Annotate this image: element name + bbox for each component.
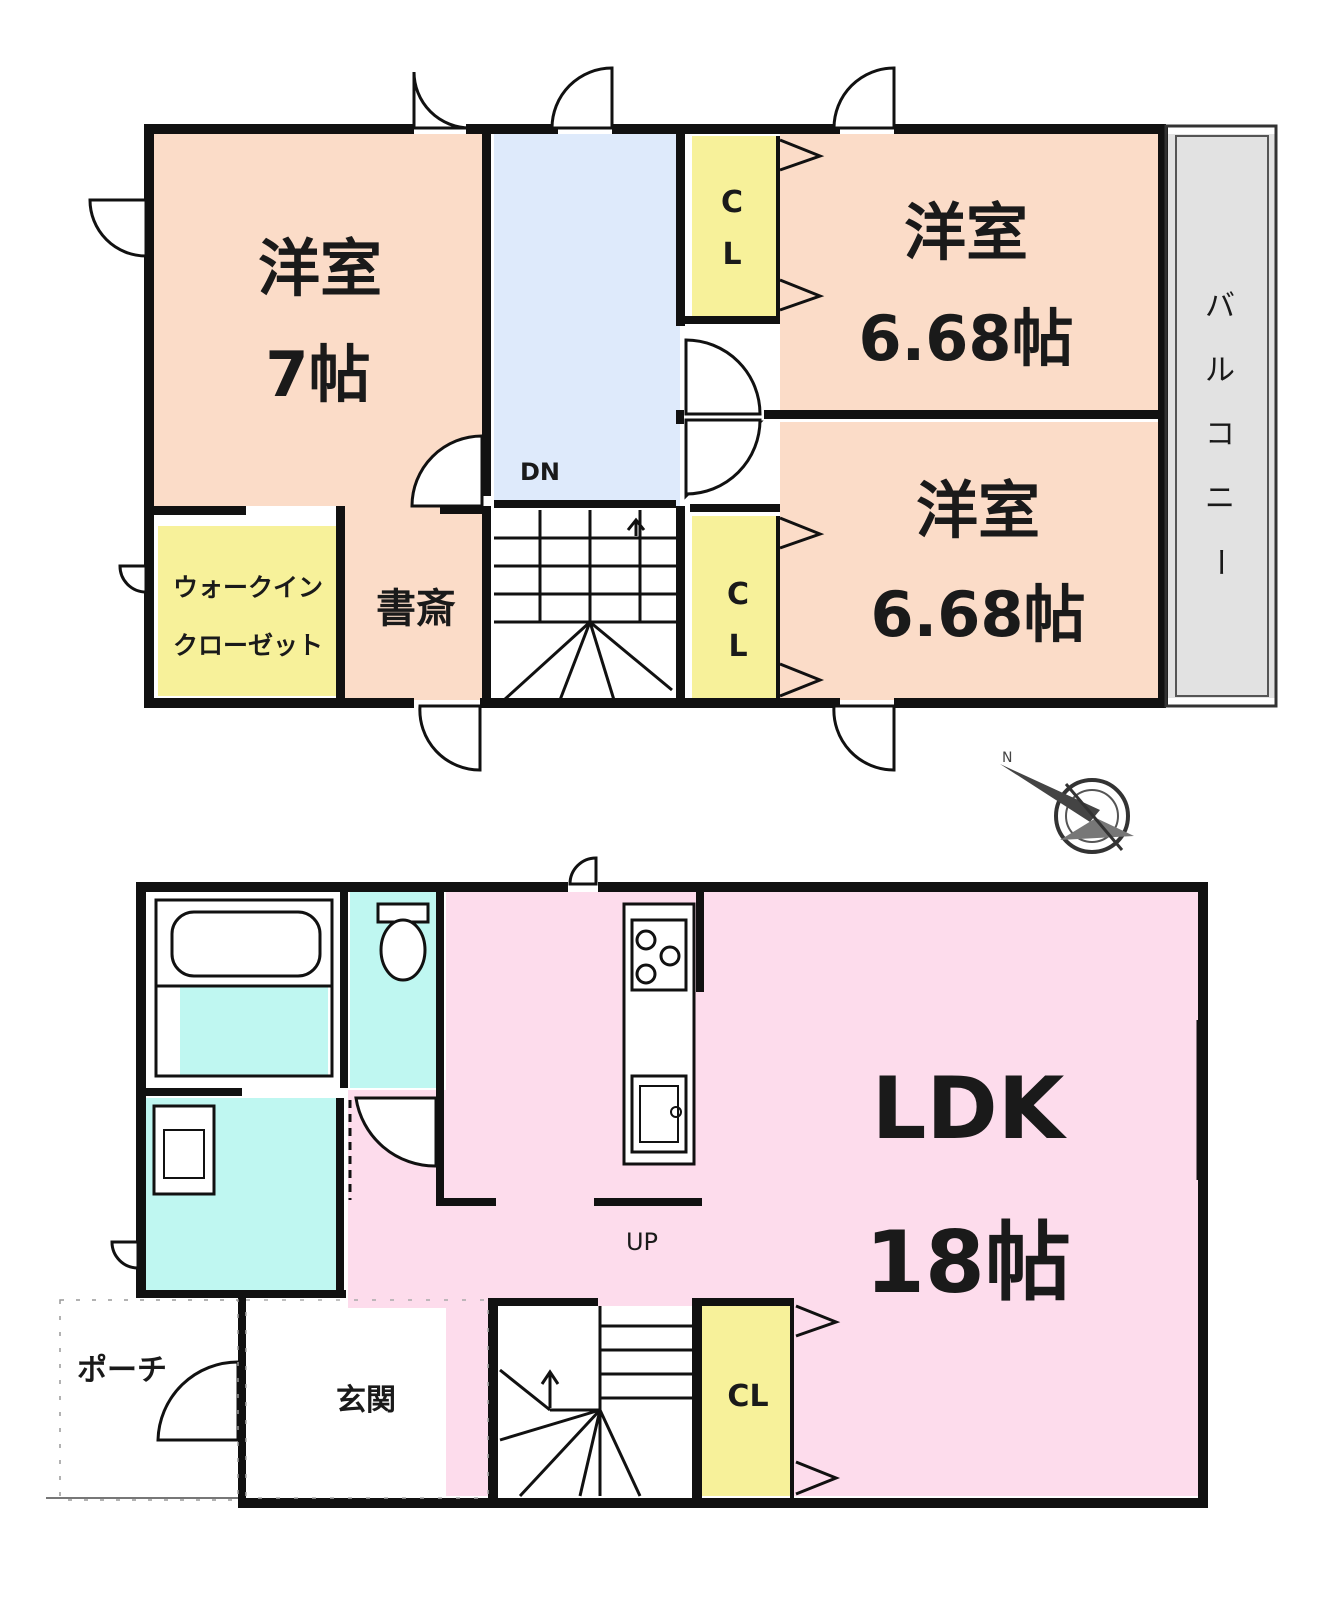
room-west-size: 7帖 — [265, 338, 370, 411]
balcony-char-2: ル — [1205, 353, 1235, 388]
closet-lower-fill — [702, 1306, 794, 1496]
lower-floor: LDK 18帖 UP CL 玄関 ポーチ — [46, 856, 1208, 1508]
stair-lower-fill — [498, 1306, 698, 1496]
ldk-name: LDK — [872, 1059, 1068, 1159]
compass-icon: N — [1000, 750, 1134, 854]
balcony-char-1: バ — [1205, 289, 1235, 324]
hall-dn-label: DN — [520, 458, 560, 486]
room-ne-size: 6.68帖 — [859, 302, 1074, 375]
room-se-size: 6.68帖 — [871, 578, 1086, 651]
room-west-name: 洋室 — [258, 232, 382, 305]
hall-fill — [494, 134, 680, 506]
door-swing — [832, 704, 896, 772]
sink-icon — [630, 1074, 688, 1154]
closet-s-fill — [692, 516, 780, 700]
room-west-fill — [152, 134, 482, 506]
study-label: 書斎 — [376, 586, 456, 632]
balcony-fill — [1166, 134, 1276, 698]
svg-text:N: N — [1002, 750, 1012, 766]
entrance-label: 玄関 — [336, 1383, 396, 1418]
stair-upper — [494, 510, 680, 702]
door-swing — [418, 704, 482, 772]
ldk-size: 18帖 — [865, 1213, 1071, 1313]
door-swing — [410, 434, 484, 508]
room-ne-name: 洋室 — [904, 196, 1028, 269]
door-swing — [88, 198, 148, 258]
walk-in-label-2: クローゼット — [173, 631, 323, 660]
washbasin-icon — [152, 1104, 216, 1196]
stair-lower — [499, 1306, 692, 1498]
upper-floor: 洋室 7帖 洋室 6.68帖 洋室 6.68帖 C L C L ウォークイン ク… — [88, 66, 1278, 772]
room-se-fill — [780, 422, 1160, 700]
walk-in-label-1: ウォークイン — [173, 573, 323, 602]
balcony-char-5: ー — [1202, 547, 1237, 577]
walk-in-closet-fill — [158, 526, 338, 696]
balcony-char-3: コ — [1205, 417, 1235, 452]
door-swing — [568, 856, 598, 886]
porch-label: ポーチ — [77, 1353, 167, 1388]
closet-n-label-1: C — [721, 185, 743, 220]
bath-fill — [180, 980, 328, 1076]
study-fill — [345, 506, 482, 700]
door-swing — [684, 338, 762, 416]
closet-s-label-1: C — [727, 577, 749, 612]
closet-n-label-2: L — [722, 237, 741, 272]
closet-n-fill — [692, 136, 780, 316]
door-swing — [412, 71, 471, 130]
stove-icon — [630, 918, 688, 992]
stair-upper-fill — [494, 510, 680, 700]
room-se-name: 洋室 — [916, 474, 1040, 547]
bathtub-icon — [154, 898, 334, 1078]
door-swing — [832, 66, 896, 130]
closet-s-label-2: L — [728, 629, 747, 664]
door-swing — [550, 66, 614, 130]
stair-up-label: UP — [626, 1228, 658, 1256]
door-swing — [118, 564, 148, 594]
door-swing — [684, 418, 762, 496]
closet-lower-label: CL — [727, 1379, 768, 1414]
door-swing — [354, 1096, 438, 1168]
door-swing — [156, 1360, 240, 1442]
room-ne-fill — [780, 134, 1160, 414]
toilet-icon — [376, 902, 430, 982]
balcony-char-4: ニ — [1205, 481, 1235, 516]
door-swing — [110, 1240, 140, 1270]
